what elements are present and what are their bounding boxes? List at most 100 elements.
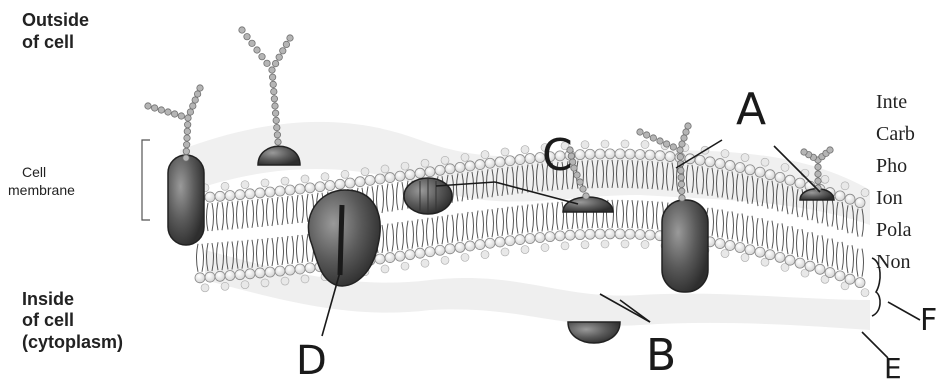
phospholipid-head (421, 259, 429, 267)
lipid-tail-pair (807, 232, 814, 260)
phospholipid-head (721, 150, 729, 158)
sugar-bead (663, 141, 669, 147)
phospholipid-head (475, 240, 485, 250)
sugar-bead (815, 164, 821, 170)
sugar-bead (145, 103, 151, 109)
phospholipid-head (485, 238, 495, 248)
phospholipid-head (495, 157, 505, 167)
sugar-bead (577, 179, 583, 185)
phospholipid-head (705, 157, 715, 167)
sugar-bead (670, 144, 676, 150)
lipid-tail-pair (497, 208, 504, 236)
lipid-tail-pair (547, 203, 554, 231)
sugar-bead (272, 60, 278, 66)
phospholipid-head (221, 282, 229, 290)
phospholipid-head (255, 188, 265, 198)
phospholipid-head (505, 156, 515, 166)
phospholipid-head (245, 189, 255, 199)
phospholipid-head (425, 167, 435, 177)
phospholipid-head (405, 250, 415, 260)
phospholipid-head (401, 262, 409, 270)
lipid-tail-pair (727, 211, 734, 239)
sugar-bead (271, 88, 277, 94)
phospholipid-head (861, 189, 869, 197)
phospholipid-head (421, 159, 429, 167)
phospholipid-head (725, 240, 735, 250)
sugar-bead (187, 109, 193, 115)
phospholipid-head (485, 158, 495, 168)
sugar-bead (183, 148, 189, 154)
phospholipid-head (775, 172, 785, 182)
lipid-tail-pair (277, 197, 284, 225)
phospholipid-head (741, 154, 749, 162)
lipid-tail-pair (427, 218, 434, 246)
phospholipid-head (581, 241, 589, 249)
phospholipid-head (501, 148, 509, 156)
sugar-bead (183, 155, 189, 161)
phospholipid-head (305, 263, 315, 273)
phospholipid-head (835, 191, 845, 201)
phospholipid-head (645, 150, 655, 160)
sugar-bead (275, 139, 281, 145)
phospholipid-head (521, 246, 529, 254)
phospholipid-head (495, 237, 505, 247)
phospholipid-head (535, 233, 545, 243)
phospholipid-head (321, 173, 329, 181)
phospholipid-head (415, 248, 425, 258)
sugar-bead (178, 113, 184, 119)
phospholipid-head (601, 240, 609, 248)
sugar-bead (276, 54, 282, 60)
word-list-item-5: Pola (876, 219, 912, 241)
phospholipid-head (405, 170, 415, 180)
sugar-bead (165, 109, 171, 115)
phospholipid-head (285, 185, 295, 195)
phospholipid-head (621, 140, 629, 148)
lipid-tail-pair (827, 239, 834, 267)
sugar-bead (677, 147, 683, 153)
peripheral-protein-inner (568, 322, 620, 343)
phospholipid-head (465, 161, 475, 171)
sugar-bead (171, 111, 177, 117)
lipid-tail-pair (397, 182, 404, 210)
lipid-tail-pair (747, 216, 754, 244)
phospholipid-head (525, 233, 535, 243)
phospholipid-head (735, 243, 745, 253)
sugar-bead (678, 174, 684, 180)
phospholipid-head (355, 177, 365, 187)
phospholipid-head (625, 149, 635, 159)
phospholipid-head (455, 242, 465, 252)
lipid-tail-pair (617, 200, 624, 228)
lipid-tail-pair (207, 203, 214, 231)
phospholipid-head (385, 253, 395, 263)
lipid-tail-pair (297, 195, 304, 223)
phospholipid-head (235, 270, 245, 280)
sugar-bead (244, 33, 250, 39)
word-list-item-6: Non (876, 251, 910, 273)
phospholipid-head (625, 229, 635, 239)
sugar-bead (270, 81, 276, 87)
lipid-tail-pair (277, 237, 284, 265)
lipid-tail-pair (737, 214, 744, 242)
lipid-tail-pair (267, 238, 274, 266)
phospholipid-head (425, 247, 435, 257)
phospholipid-head (305, 183, 315, 193)
sugar-bead (637, 129, 643, 135)
phospholipid-head (235, 190, 245, 200)
sugar-bead (287, 35, 293, 41)
phospholipid-head (575, 150, 585, 160)
phospholipid-head (265, 267, 275, 277)
phospholipid-head (775, 252, 785, 262)
phospholipid-head (845, 274, 855, 284)
phospholipid-head (261, 279, 269, 287)
phospholipid-head (295, 184, 305, 194)
phospholipid-head (385, 173, 395, 183)
phospholipid-head (845, 194, 855, 204)
answer-word-list: Inte Carb Pho Ion Pola Non (876, 91, 915, 273)
phospholipid-head (755, 247, 765, 257)
lipid-tail-pair (717, 210, 724, 238)
sugar-bead (283, 41, 289, 47)
letter-a: A (736, 84, 766, 135)
lipid-tail-pair (487, 209, 494, 237)
lipid-tail-pair (757, 218, 764, 246)
